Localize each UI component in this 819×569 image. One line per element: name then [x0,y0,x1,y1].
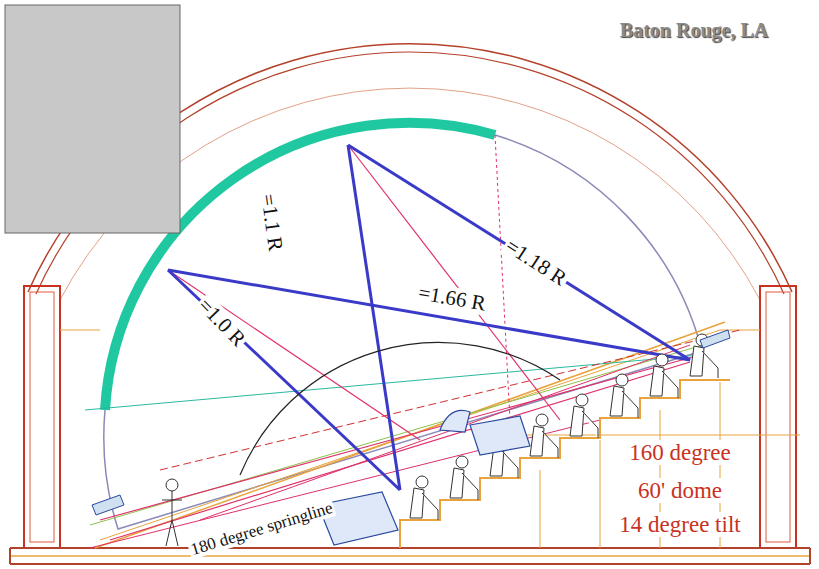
spec-note: 14 degree tilt [617,512,742,537]
distance-label: =1.18 R [500,233,573,291]
distance-label: =1.1 R [256,190,287,254]
distance-label: =1.66 R [415,280,490,315]
place-name: Baton Rouge, LA [618,19,770,41]
distance-label: =1.0 R [192,292,251,352]
spec-note: 160 degree [627,440,733,465]
springline-label: 180 degree springline [187,497,337,559]
spec-note: 60' dome [636,478,724,503]
